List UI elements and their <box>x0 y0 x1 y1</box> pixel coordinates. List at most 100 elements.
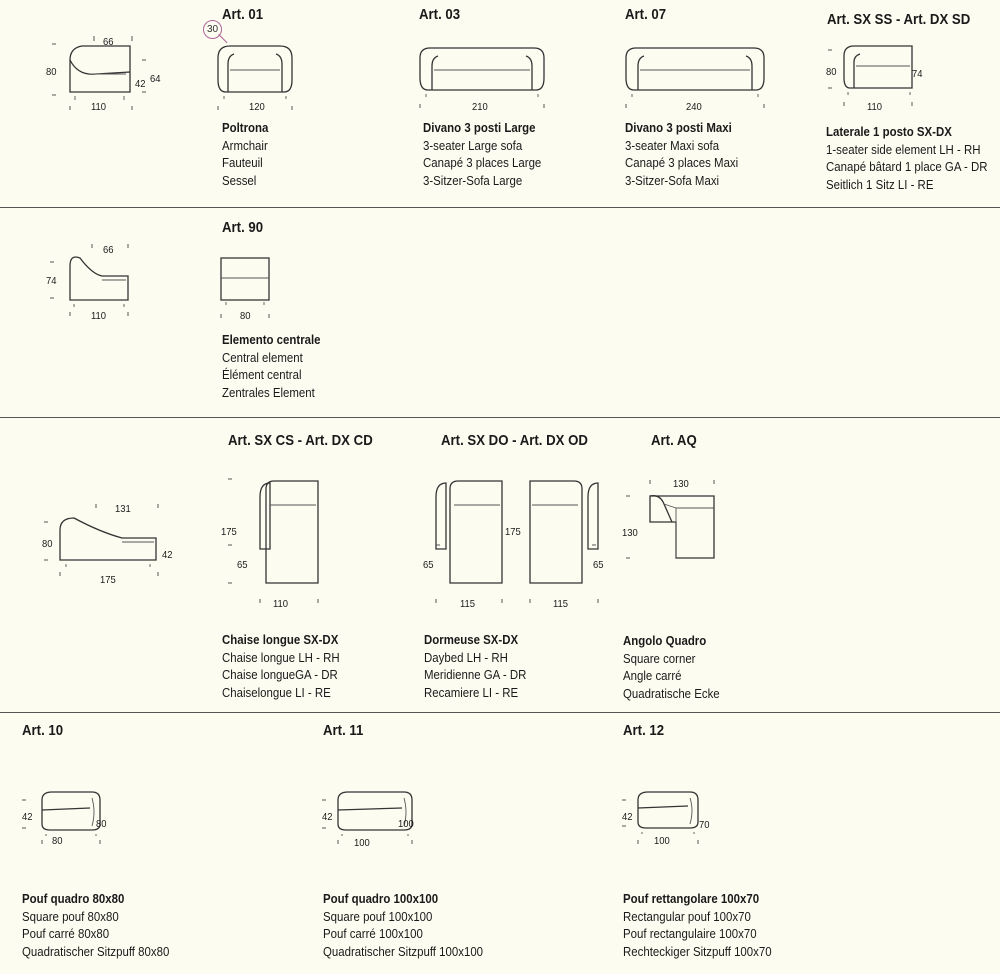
art-aq-depth-dim: 130 <box>622 527 638 539</box>
desc-line: Canapé 3 places Maxi <box>625 155 739 170</box>
side-back-dim: 64 <box>150 73 161 85</box>
desc-line: Armchair <box>222 137 268 153</box>
desc-line: Angolo Quadro <box>623 633 707 648</box>
pouf-80-drawing <box>22 791 101 844</box>
art-sx-do-description: Dormeuse SX-DX Daybed LH - RH Meridienne… <box>424 631 526 701</box>
desc-line: Divano 3 posti Large <box>423 120 536 135</box>
desc-line: Meridienne GA - DR <box>424 667 527 682</box>
row2-side-height-dim: 74 <box>46 275 57 287</box>
art-do-arm-right-dim: 65 <box>593 559 604 571</box>
art-aq-description: Angolo Quadro Square corner Angle carré … <box>623 632 720 702</box>
desc-line: 1-seater side element LH - RH <box>826 141 981 157</box>
desc-line: Zentrales Element <box>222 384 315 400</box>
art-01-width-dim: 120 <box>249 101 265 113</box>
desc-line: Pouf carré 80x80 <box>22 926 110 941</box>
desc-line: Square corner <box>623 650 696 666</box>
art-sx-do-title: Art. SX DO - Art. DX OD <box>441 432 588 449</box>
desc-line: Angle carré <box>623 668 682 683</box>
desc-line: Dormeuse SX-DX <box>424 632 519 647</box>
art-sx-width-dim: 110 <box>867 101 883 113</box>
sofa-maxi-front-drawing <box>625 47 765 108</box>
chaise-longue-top-drawing <box>228 478 319 603</box>
art-90-title: Art. 90 <box>222 219 264 236</box>
desc-line: Chaise longueGA - DR <box>222 667 338 682</box>
desc-line: Pouf rectangulaire 100x70 <box>623 926 757 941</box>
daybed-top-drawing <box>435 480 599 603</box>
pouf-100-drawing <box>322 791 413 844</box>
art-07-width-dim: 240 <box>686 101 702 113</box>
art-aq-width-dim: 130 <box>673 478 689 490</box>
row2-side-depth-dim: 110 <box>91 310 107 322</box>
desc-line: Quadratische Ecke <box>623 685 720 701</box>
art-sx-ss-title: Art. SX SS - Art. DX SD <box>827 11 971 28</box>
desc-line: Canapé bâtard 1 place GA - DR <box>826 159 988 174</box>
row-divider <box>0 417 1000 418</box>
art-cs-arm-dim: 65 <box>237 559 248 571</box>
row2-side-width-dim: 66 <box>103 244 114 256</box>
desc-line: Chaiselongue LI - RE <box>222 684 331 700</box>
desc-line: Laterale 1 posto SX-DX <box>826 124 952 139</box>
desc-line: Central element <box>222 349 303 365</box>
art-11-title: Art. 11 <box>323 722 364 739</box>
square-corner-top-drawing <box>626 480 715 559</box>
armchair-side-profile-drawing <box>52 36 146 110</box>
desc-line: Recamiere LI - RE <box>424 684 519 700</box>
art-do-width-right-dim: 115 <box>553 598 569 610</box>
row-divider <box>0 712 1000 713</box>
desc-line: Élément central <box>222 367 302 382</box>
row-divider <box>0 207 1000 208</box>
art-12-height-dim: 42 <box>622 811 633 823</box>
art-sx-cs-description: Chaise longue SX-DX Chaise longue LH - R… <box>222 631 340 701</box>
desc-line: Pouf quadro 80x80 <box>22 891 125 906</box>
art-03-width-dim: 210 <box>472 101 488 113</box>
desc-line: Quadratischer Sitzpuff 80x80 <box>22 943 170 959</box>
central-element-top-drawing <box>220 257 270 318</box>
art-10-title: Art. 10 <box>22 722 64 739</box>
row3-side-height-dim: 80 <box>42 538 53 550</box>
art-sx-ss-description: Laterale 1 posto SX-DX 1-seater side ele… <box>826 123 988 193</box>
side-element-front-drawing <box>828 45 913 106</box>
art-cs-width-dim: 110 <box>273 598 289 610</box>
art-12-title: Art. 12 <box>623 722 665 739</box>
desc-line: Canapé 3 places Large <box>423 155 542 170</box>
desc-line: 3-seater Large sofa <box>423 137 523 153</box>
art-10-width-dim: 80 <box>52 835 63 847</box>
desc-line: Square pouf 80x80 <box>22 908 119 924</box>
desc-line: Rectangular pouf 100x70 <box>623 908 751 924</box>
desc-line: Chaise longue SX-DX <box>222 632 339 647</box>
art-10-depth-dim: 80 <box>96 818 107 830</box>
desc-line: Rechteckiger Sitzpuff 100x70 <box>623 943 772 959</box>
desc-line: Elemento centrale <box>222 332 321 347</box>
art-90-description: Elemento centrale Central element Élémen… <box>222 331 321 401</box>
pouf-rectangular-drawing <box>622 791 699 844</box>
desc-line: 3-seater Maxi sofa <box>625 137 720 153</box>
annotation-badge: 30 <box>203 20 222 39</box>
side-seat-dim: 42 <box>135 78 146 90</box>
art-10-description: Pouf quadro 80x80 Square pouf 80x80 Pouf… <box>22 890 169 960</box>
desc-line: 3-Sitzer-Sofa Large <box>423 172 523 188</box>
art-10-height-dim: 42 <box>22 811 33 823</box>
desc-line: Pouf carré 100x100 <box>323 926 423 941</box>
desc-line: Square pouf 100x100 <box>323 908 433 924</box>
art-11-height-dim: 42 <box>322 811 333 823</box>
art-01-title: Art. 01 <box>222 6 264 23</box>
row3-side-depth-dim: 175 <box>100 574 116 586</box>
chaise-side-profile-drawing <box>44 504 159 576</box>
desc-line: Chaise longue LH - RH <box>222 649 340 665</box>
row3-side-seat-dim: 42 <box>162 549 173 561</box>
art-07-title: Art. 07 <box>625 6 667 23</box>
art-sx-back-dim: 74 <box>912 68 923 80</box>
art-aq-title: Art. AQ <box>651 432 697 449</box>
art-cs-length-dim: 175 <box>221 526 237 538</box>
art-sx-cs-title: Art. SX CS - Art. DX CD <box>228 432 373 449</box>
desc-line: Pouf rettangolare 100x70 <box>623 891 760 906</box>
desc-line: Seitlich 1 Sitz LI - RE <box>826 176 934 192</box>
art-11-description: Pouf quadro 100x100 Square pouf 100x100 … <box>323 890 483 960</box>
art-11-depth-dim: 100 <box>398 818 414 830</box>
sofa-large-front-drawing <box>419 47 545 108</box>
armchair-front-drawing <box>217 45 293 110</box>
desc-line: Divano 3 posti Maxi <box>625 120 732 135</box>
desc-line: Quadratischer Sitzpuff 100x100 <box>323 943 484 959</box>
art-01-description: Poltrona Armchair Fauteuil Sessel <box>222 119 268 189</box>
side-depth-dim: 110 <box>91 101 107 113</box>
